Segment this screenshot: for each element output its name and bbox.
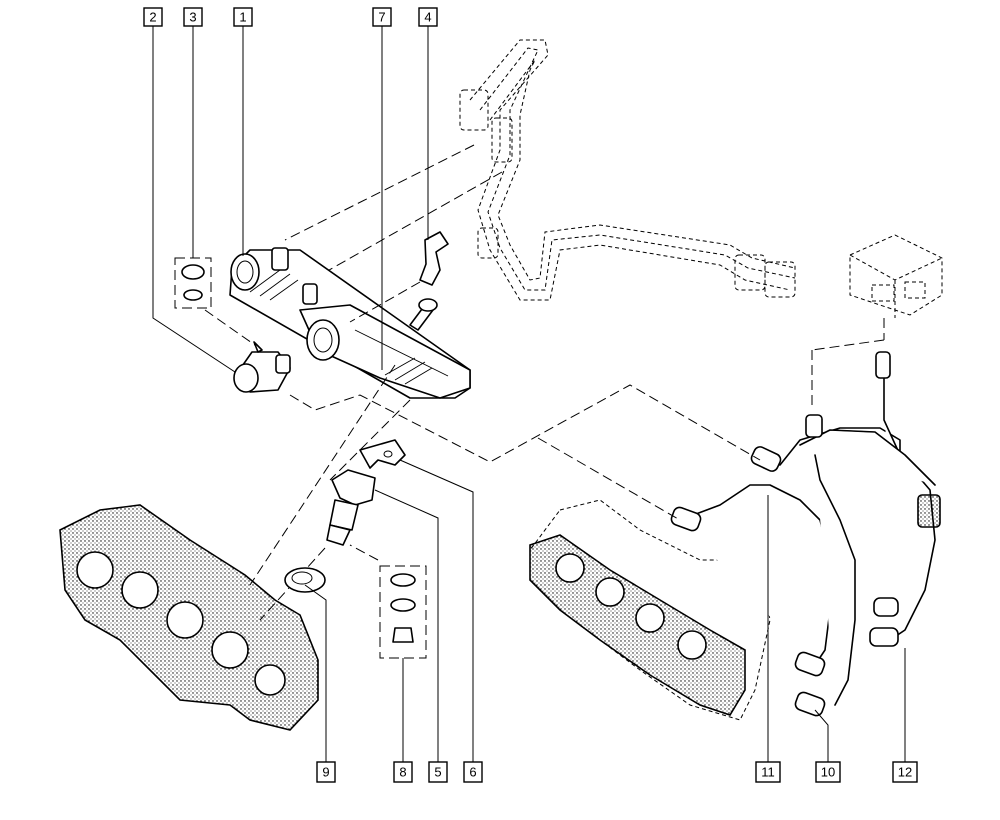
callout-label: 2 [149,10,156,25]
injector-bracket [359,439,406,469]
callout-12: 12 [892,761,918,783]
callout-3: 3 [183,7,203,27]
callout-5: 5 [428,761,448,783]
bolt [409,298,438,331]
callout-2: 2 [143,7,163,27]
callout-1: 1 [233,7,253,27]
callout-label: 1 [239,10,246,25]
sensor-module [811,234,943,410]
callout-label: 11 [761,765,775,780]
callout-9: 9 [316,761,336,783]
callout-6: 6 [463,761,483,783]
callout-7: 7 [372,7,392,27]
ghost-fuel-lines [284,39,796,301]
fuel-rail [229,247,471,399]
leader-lines [152,25,906,762]
callout-label: 10 [821,765,835,780]
intake-manifold-right [529,499,771,721]
seal-kit [349,544,427,659]
callout-label: 9 [322,765,329,780]
retaining-clip [349,231,449,323]
injector-washer [284,567,326,593]
o-ring-kit [174,257,263,353]
intake-manifold-left [59,504,319,731]
vacuum-hoses [670,351,941,717]
reference-lines [249,364,761,586]
callout-label: 4 [424,10,431,25]
callout-label: 5 [434,765,441,780]
callout-8: 8 [393,761,413,783]
callout-label: 6 [469,765,476,780]
callout-label: 3 [189,10,196,25]
callout-label: 12 [898,765,912,780]
callout-11: 11 [755,761,781,783]
callout-label: 7 [378,10,385,25]
fuel-injector [259,399,411,621]
callout-10: 10 [815,761,841,783]
callout-4: 4 [418,7,438,27]
callout-label: 8 [399,765,406,780]
pressure-regulator [233,351,291,393]
